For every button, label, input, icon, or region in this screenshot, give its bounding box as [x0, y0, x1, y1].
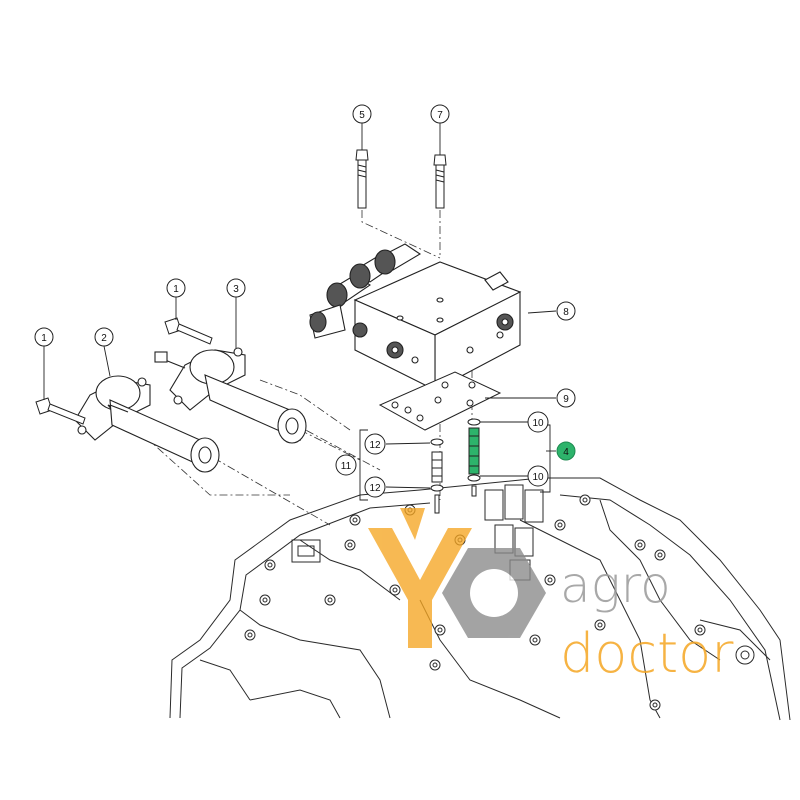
callout-label: 10: [532, 418, 544, 429]
callout-label: 9: [563, 394, 569, 405]
watermark-line-1: agro: [560, 556, 671, 614]
callout-8: 9: [556, 388, 576, 408]
callout-label: 1: [173, 284, 179, 295]
solenoid-3: [154, 347, 307, 444]
callout-1-right: 1: [166, 278, 186, 298]
callout-label: 5: [359, 110, 365, 121]
callout-9-highlighted: 4: [556, 441, 576, 461]
callout-label: 3: [233, 284, 239, 295]
callout-label: 12: [369, 483, 381, 494]
callout-label: 12: [369, 440, 381, 451]
callout-label: 11: [341, 461, 352, 472]
bolt-4: [355, 149, 369, 209]
callout-label: 2: [101, 333, 107, 344]
watermark-text: agro doctor: [560, 556, 734, 685]
bolt-1-left: [35, 397, 86, 425]
solenoid-2: [74, 375, 220, 473]
leader-lines: [43, 123, 557, 489]
callout-12-top: 12: [364, 433, 386, 455]
bolt-1-right: [164, 317, 213, 345]
callout-10-top: 10: [527, 411, 549, 433]
callout-7: 8: [556, 301, 576, 321]
group-bracket-11: [359, 424, 551, 501]
callout-label: 1: [41, 333, 47, 344]
callout-label: 10: [532, 472, 544, 483]
watermark-logo: [368, 508, 546, 648]
callout-11: 11: [335, 454, 357, 476]
watermark-line-2: doctor: [560, 622, 734, 685]
callout-label: 7: [437, 110, 443, 121]
callout-5: 7: [430, 104, 450, 124]
callout-label: 4: [563, 447, 569, 458]
callout-12-bottom: 12: [364, 476, 386, 498]
gasket: [378, 371, 502, 431]
callout-1-left: 1: [34, 327, 54, 347]
callout-4: 5: [352, 104, 372, 124]
callout-label: 8: [563, 307, 569, 318]
adapter-right-highlight: [467, 418, 481, 497]
callout-10-bottom: 10: [527, 465, 549, 487]
callout-2: 2: [94, 327, 114, 347]
gearbox-housing: [169, 477, 791, 721]
adapter-left: [430, 438, 444, 514]
valve-block: [309, 243, 522, 391]
bolt-5: [433, 154, 447, 209]
callout-3: 3: [226, 278, 246, 298]
